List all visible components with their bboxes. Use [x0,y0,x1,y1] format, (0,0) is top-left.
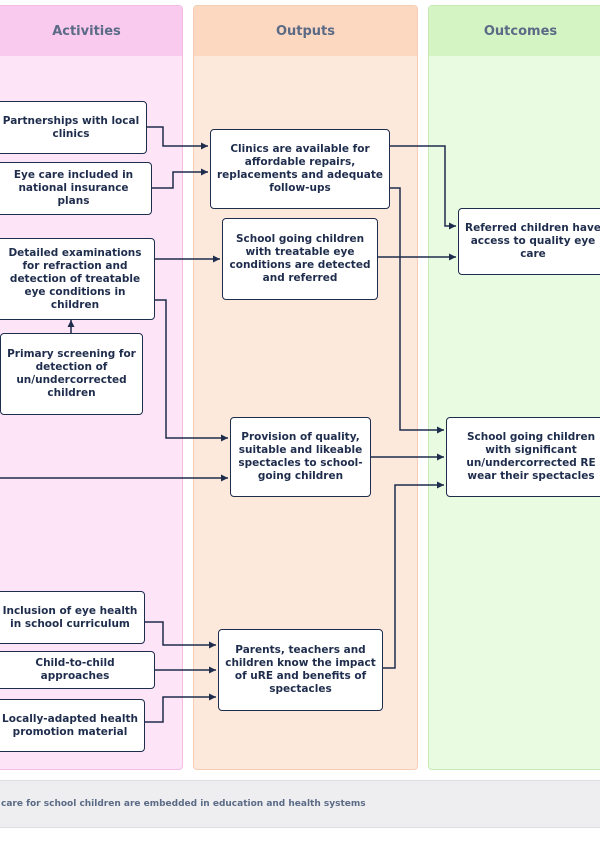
activity-insurance[interactable]: Eye care included in national insurance … [0,162,152,215]
arrow-promotion-to-knowledge [145,693,216,723]
activities-header: Activities [0,6,182,56]
outcomes-column: Outcomes [428,5,600,770]
arrow-examinations-to-spectacles [155,299,228,442]
output-knowledge[interactable]: Parents, teachers and children know the … [218,629,383,711]
output-clinics[interactable]: Clinics are available for affordable rep… [210,129,390,209]
activity-curriculum[interactable]: Inclusion of eye health in school curric… [0,591,145,644]
outcomes-header: Outcomes [429,6,600,56]
outputs-header: Outputs [194,6,417,56]
activity-screening[interactable]: Primary screening for detection of un/un… [0,333,143,415]
outcome-wear[interactable]: School going children with significant u… [446,417,600,497]
impact-footer: care for school children are embedded in… [0,780,600,828]
outcome-referred[interactable]: Referred children have access to quality… [458,208,600,275]
activity-promotion[interactable]: Locally-adapted health promotion materia… [0,699,145,752]
arrow-partnerships-to-clinics [147,126,208,150]
arrow-clinics-to-referred [390,145,456,230]
arrow-knowledge-to-wear [383,481,444,669]
activity-child-to-child[interactable]: Child-to-child approaches [0,651,155,689]
activity-examinations[interactable]: Detailed examinations for refraction and… [0,238,155,320]
activity-partnerships[interactable]: Partnerships with local clinics [0,101,147,154]
arrow-curriculum-to-knowledge [145,621,216,649]
arrow-insurance-to-clinics [152,168,208,189]
arrow-clinics-to-wear [390,187,444,434]
output-spectacles[interactable]: Provision of quality, suitable and likea… [230,417,371,497]
output-detected[interactable]: School going children with treatable eye… [222,218,378,300]
footer-text: care for school children are embedded in… [1,799,366,809]
